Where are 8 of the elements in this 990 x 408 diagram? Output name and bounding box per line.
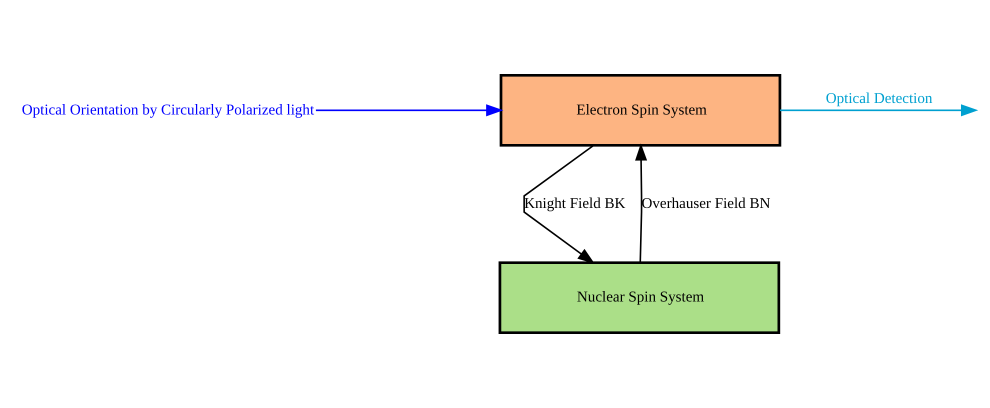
- node-text: Optical Orientation by Circularly Polarized light: [22, 102, 314, 118]
- edge-label: Optical Detection: [826, 90, 932, 107]
- arrow: [635, 143, 648, 262]
- arrow: [780, 104, 978, 116]
- arrow: [523, 144, 595, 264]
- node-box: Electron Spin System: [500, 74, 782, 147]
- arrow: [316, 104, 504, 116]
- node-box: Nuclear Spin System: [498, 261, 780, 334]
